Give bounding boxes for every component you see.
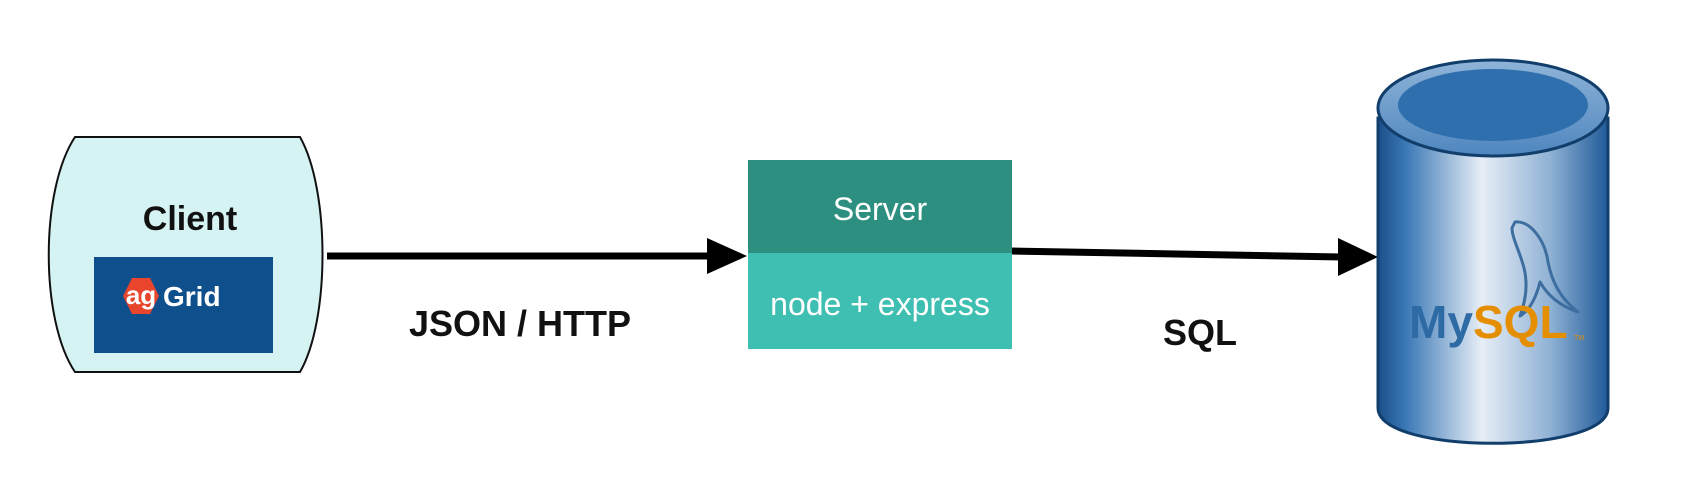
connection-label-json-http: JSON / HTTP (408, 303, 632, 344)
mysql-dolphin-icon (1510, 220, 1580, 318)
arrowhead-icon (1338, 238, 1378, 276)
arrowhead-icon (707, 238, 747, 274)
ag-grid-logo-word: Grid (163, 281, 221, 312)
mysql-logo-tm: TM (1574, 335, 1584, 342)
server-subtitle: node + express (770, 286, 990, 322)
client-title: Client (142, 200, 238, 238)
server-title: Server (832, 191, 928, 227)
client-node: ag Grid (47, 136, 324, 373)
arrow-server-to-database (1011, 238, 1378, 276)
server-body (748, 253, 1012, 349)
ag-grid-hexagon-icon (123, 278, 159, 314)
database-cylinder-body (1376, 116, 1610, 445)
connection-label-sql: SQL (1162, 312, 1237, 353)
ag-grid-logo-prefix: ag (126, 280, 156, 310)
arrow-client-to-server (327, 238, 747, 274)
server-node (748, 160, 1012, 349)
mysql-logo-my: My (1409, 296, 1473, 348)
ag-grid-logo-box (94, 257, 273, 353)
mysql-logo-sql: SQL (1473, 296, 1568, 348)
database-cylinder-top (1398, 69, 1588, 141)
mysql-database: My SQL TM (1376, 58, 1610, 445)
server-header (748, 160, 1012, 253)
